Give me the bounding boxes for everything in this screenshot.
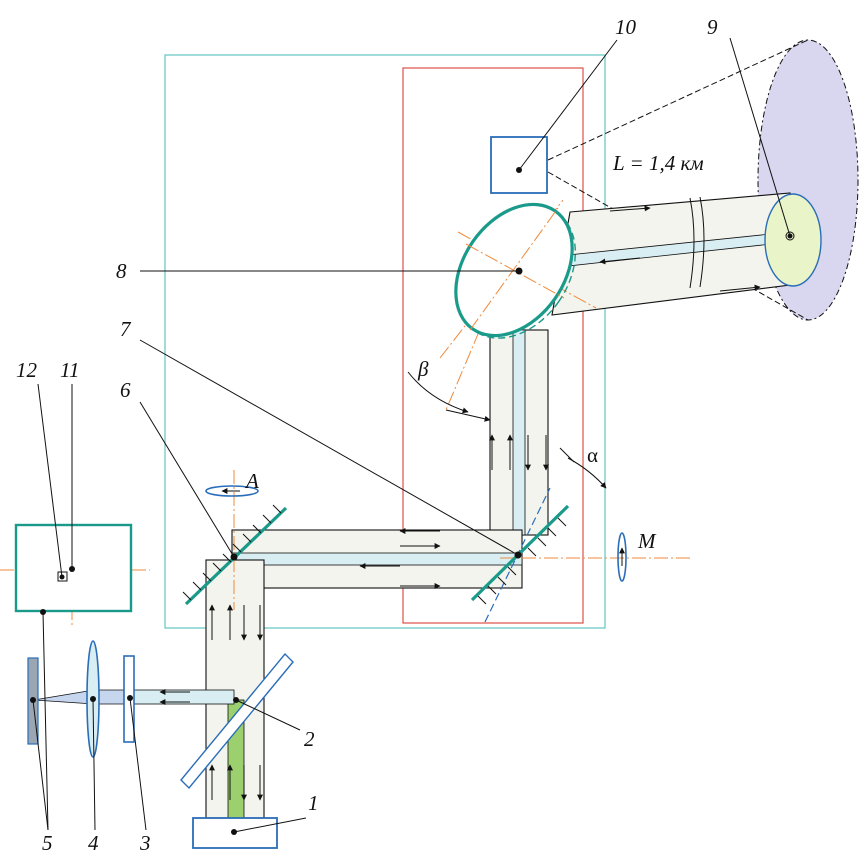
focused-beam-cone: [33, 689, 131, 705]
alpha-label: α: [587, 443, 598, 467]
return-arrow: [599, 257, 641, 265]
distance-label: L = 1,4 км: [612, 151, 704, 175]
beam-break-marks: [689, 196, 705, 289]
rotation-m-ellipse: [617, 532, 627, 582]
label-7: 7: [120, 317, 132, 341]
target-center: [785, 231, 795, 241]
label-M: M: [637, 529, 657, 553]
label-11: 11: [60, 358, 79, 382]
beam-splitter-2: [180, 652, 294, 790]
label-9: 9: [707, 15, 718, 39]
rotation-a-ellipse: [205, 485, 259, 497]
label-6: 6: [120, 378, 131, 402]
cone-line-top: [547, 39, 809, 161]
inner-frame: [402, 67, 584, 624]
unit-12-square: [57, 571, 68, 582]
label-10: 10: [615, 15, 637, 39]
vertical-beam-right-core: [512, 329, 526, 536]
label-8: 8: [116, 259, 127, 283]
label-2: 2: [304, 727, 315, 751]
target-spot: [764, 193, 822, 287]
label-4: 4: [88, 831, 99, 852]
mirror-7-hatching: [477, 517, 567, 605]
unit-10-box: [490, 136, 548, 194]
horizontal-beam-core: [231, 552, 523, 566]
beta-arc: [407, 371, 469, 414]
mirror-6-hatching: [182, 504, 282, 601]
label-12: 12: [16, 358, 38, 382]
label-3: 3: [139, 831, 151, 852]
label-5: 5: [42, 831, 53, 852]
label-1: 1: [308, 791, 319, 815]
outer-frame: [164, 54, 606, 629]
primary-mirror-8-alt: [455, 205, 577, 339]
out-arrow-bottom: [719, 284, 761, 292]
label-A: A: [244, 469, 259, 493]
beta-label: β: [417, 357, 429, 381]
out-arrow-top: [609, 205, 651, 212]
